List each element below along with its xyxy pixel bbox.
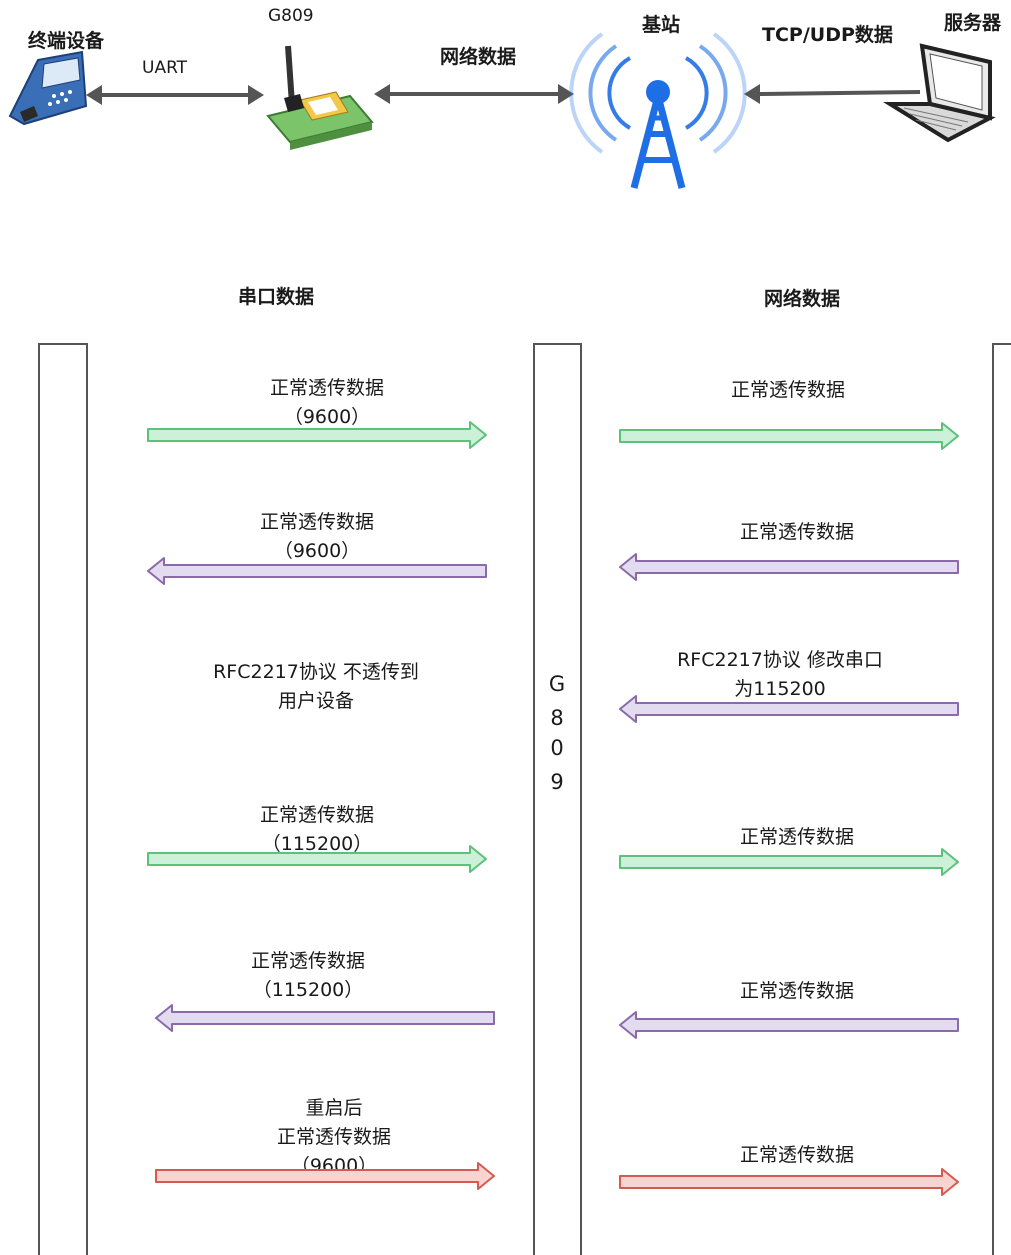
- right-arrow-4-right: [619, 848, 959, 876]
- message-line: 正常透传数据: [739, 1144, 855, 1166]
- left-arrow-4-right: [147, 845, 487, 873]
- message-line: 正常透传数据: [739, 980, 855, 1002]
- right-arrow-2-left: [619, 553, 959, 581]
- tcp-udp-label: TCP/UDP数据: [762, 24, 893, 46]
- uart-label: UART: [142, 58, 188, 78]
- message-line: 正常透传数据: [259, 511, 375, 533]
- left-arrow-1-right: [147, 421, 487, 449]
- base-station-label: 基站: [642, 14, 681, 36]
- laptop-server-icon: [882, 43, 996, 143]
- right-arrow-1-right: [619, 422, 959, 450]
- left-arrow-2-left: [147, 557, 487, 585]
- terminal-device-label: 终端设备: [28, 30, 105, 52]
- left-message-4: 正常透传数据 （115200）: [260, 801, 374, 859]
- g809-letter: 9: [550, 770, 564, 794]
- message-line: （9600）: [283, 406, 371, 428]
- left-arrow-5-left: [155, 1004, 495, 1032]
- message-line: 正常透传数据: [259, 804, 375, 826]
- left-arrow-6-right: [155, 1162, 495, 1190]
- g809-lifeline: [533, 343, 582, 1255]
- message-line: 正常透传数据: [739, 826, 855, 848]
- message-line: （9600）: [273, 540, 361, 562]
- right-arrow-5-left: [619, 1011, 959, 1039]
- serial-data-header: 串口数据: [237, 286, 315, 308]
- g809-letter: G: [548, 672, 566, 696]
- uart-double-arrow: [86, 85, 264, 105]
- server-label: 服务器: [944, 12, 1002, 34]
- message-line: 正常透传数据: [739, 521, 855, 543]
- base-station-tower-icon: [569, 32, 747, 189]
- module-label: G809: [268, 6, 314, 26]
- g809-module-icon: [266, 45, 374, 150]
- left-message-5: 正常透传数据 （115200）: [251, 947, 365, 1005]
- handheld-terminal-icon: [8, 50, 88, 126]
- g809-letter: 0: [550, 736, 564, 760]
- message-line: 用户设备: [277, 690, 355, 712]
- network-data-header: 网络数据: [763, 288, 841, 310]
- top-illustration: [8, 32, 996, 189]
- left-message-1: 正常透传数据 （9600）: [270, 374, 384, 432]
- tcp-udp-arrow: [744, 84, 921, 104]
- left-message-3: RFC2217协议 不透传到 用户设备: [213, 658, 419, 716]
- server-lifeline: [992, 343, 1011, 1255]
- message-line: 重启后: [305, 1097, 363, 1119]
- right-message-3: RFC2217协议 修改串口 为115200: [677, 646, 883, 704]
- message-line: RFC2217协议 修改串口: [677, 649, 883, 671]
- right-message-6: 正常透传数据: [740, 1141, 854, 1170]
- g809-letter: 8: [550, 706, 564, 730]
- right-message-1: 正常透传数据: [731, 376, 845, 405]
- message-line: 正常透传数据: [730, 379, 846, 401]
- right-message-4: 正常透传数据: [740, 823, 854, 852]
- network-data-label: 网络数据: [440, 46, 517, 68]
- right-message-5: 正常透传数据: [740, 977, 854, 1006]
- right-arrow-3-left: [619, 695, 959, 723]
- message-line: RFC2217协议 不透传到: [213, 661, 419, 683]
- message-line: （115200）: [261, 833, 373, 855]
- right-message-2: 正常透传数据: [740, 518, 854, 547]
- message-line: 正常透传数据: [250, 950, 366, 972]
- message-line: 为115200: [734, 678, 826, 700]
- right-arrow-6-right: [619, 1168, 959, 1196]
- terminal-lifeline: [38, 343, 88, 1255]
- message-line: 正常透传数据: [276, 1126, 392, 1148]
- left-message-2: 正常透传数据 （9600）: [260, 508, 374, 566]
- message-line: 正常透传数据: [269, 377, 385, 399]
- message-line: （115200）: [252, 979, 364, 1001]
- network-double-arrow: [374, 84, 574, 104]
